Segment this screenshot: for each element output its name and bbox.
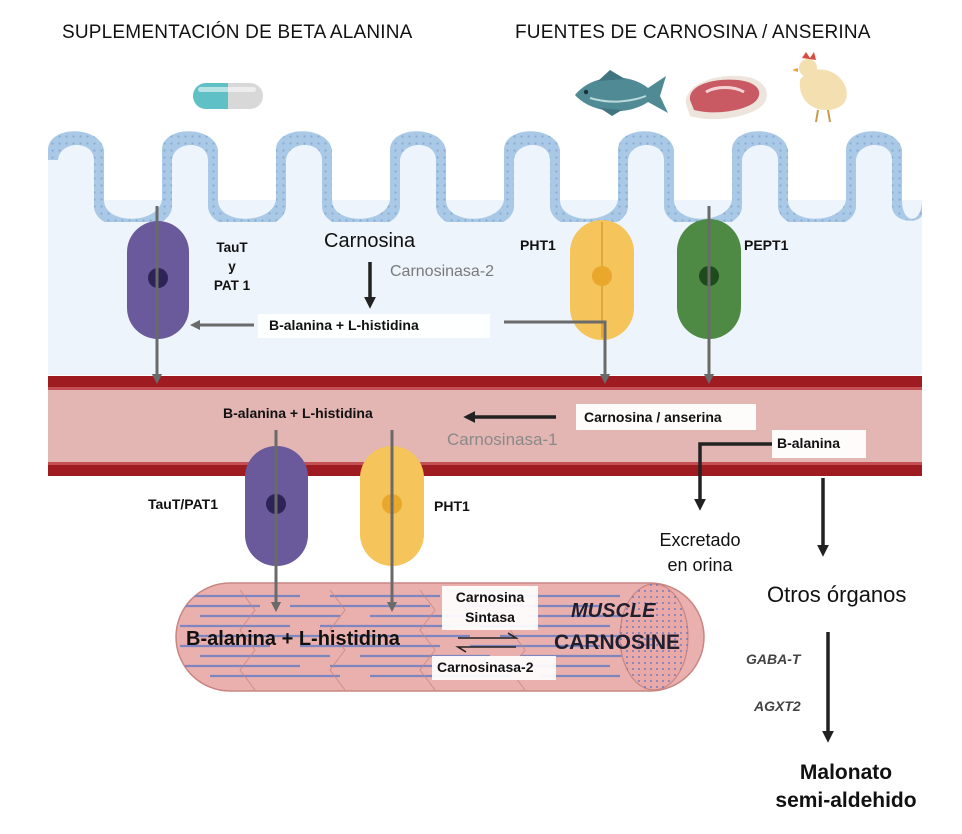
otros-organos-label: Otros órganos (767, 582, 907, 607)
carnosine-word: CARNOSINE (554, 631, 681, 654)
taut-label-line1: TauT (216, 240, 248, 255)
sintasa-line2: Sintasa (465, 609, 515, 625)
muscle-carnosinasa2-label: Carnosinasa-2 (437, 659, 534, 675)
pht1-label-epithelial: PHT1 (520, 237, 556, 253)
transport-arrows (151, 206, 715, 613)
chicken-icon (792, 52, 847, 123)
muscle-products-label: B-alanina + L-histidina (186, 628, 400, 650)
malonato-label: Malonato semi-aldehido (756, 759, 936, 815)
carnosinasa1-label: Carnosinasa-1 (447, 430, 558, 449)
pht1-transporter-epithelial (570, 220, 634, 340)
gaba-t-label: GABA-T (746, 651, 801, 667)
muscle-word: MUSCLE (571, 600, 656, 622)
intestinal-microvilli (48, 131, 922, 230)
epithelial-products-label: B-alanina + L-histidina (269, 317, 419, 333)
blood-products-label: B-alanina + L-histidina (223, 405, 373, 421)
pathway-arrows (364, 262, 834, 743)
fish-icon (575, 70, 668, 116)
carnosinasa2-label: Carnosinasa-2 (390, 263, 495, 280)
excretado-label: Excretado en orina (644, 528, 756, 578)
malonato-line1: Malonato (799, 761, 893, 784)
meat-icon (685, 75, 767, 120)
excretado-line1: Excretado (659, 530, 741, 550)
agxt2-label: AGXT2 (754, 698, 801, 714)
taut-label-line2: y (228, 259, 236, 274)
equilibrium-arrows (455, 632, 519, 653)
balanina-blood-label: B-alanina (777, 435, 841, 451)
carnosina-sintasa-label: Carnosina Sintasa (436, 587, 544, 627)
excretado-line2: en orina (667, 555, 733, 575)
muscle-fiber (175, 582, 705, 692)
taut-label-line3: PAT 1 (213, 278, 251, 293)
carnosina-label: Carnosina (324, 230, 416, 252)
supplementation-header: SUPLEMENTACIÓN DE BETA ALANINA (62, 22, 413, 43)
dietary-sources-header: FUENTES DE CARNOSINA / ANSERINA (515, 22, 871, 43)
taut-pat1-label: TauT y PAT 1 (202, 238, 262, 295)
capsule-icon (193, 83, 263, 109)
tautpat1-muscle-label: TauT/PAT1 (148, 496, 218, 512)
blood-vessel (48, 376, 922, 476)
sintasa-line1: Carnosina (455, 589, 525, 605)
pept1-label: PEPT1 (744, 237, 789, 253)
carnosina-anserina-label: Carnosina / anserina (584, 409, 722, 425)
malonato-line2: semi-aldehido (775, 789, 917, 812)
pht1-muscle-label: PHT1 (434, 498, 470, 514)
